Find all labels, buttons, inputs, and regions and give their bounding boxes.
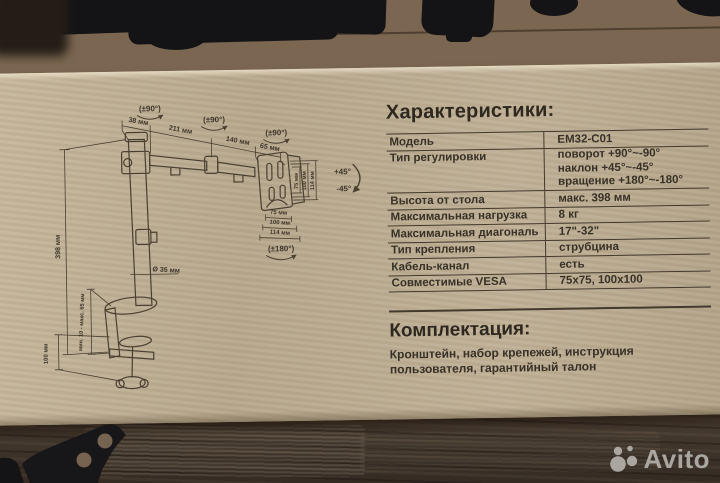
product-box: 38 мм 211 мм 140 мм 65 мм 398 мм Ø 35 мм… (0, 62, 720, 426)
row-label: Тип регулировки (389, 151, 487, 165)
dim-label-38mm: 38 мм (128, 117, 149, 127)
specs-table: Модель EM32-C01 Тип регулировки поворот … (386, 128, 711, 293)
vesa-vertical-100: 100 мм (302, 171, 308, 190)
dimension-lines (54, 120, 319, 382)
row-value: 75x75, 100x100 (545, 270, 711, 290)
floor-scuffs (360, 432, 660, 472)
value-line: вращение +180°~-180° (557, 173, 684, 188)
avito-watermark: Avito (608, 443, 710, 475)
row-label: Максимальная нагрузка (390, 209, 528, 224)
row-value: есть (545, 254, 711, 273)
row-value: EM32-C01 (543, 129, 709, 148)
monitor-arm-part (327, 0, 387, 35)
vesa-horizontal-114: 114 мм (270, 230, 291, 237)
angle-rotation: (±180°) (265, 244, 297, 261)
bracket-plate (22, 424, 126, 483)
row-label: Тип крепления (391, 243, 476, 257)
section-divider (389, 305, 712, 313)
shadow-corner (0, 0, 68, 56)
metal-bracket (0, 424, 126, 483)
row-value: поворот +90°~-90° наклон +45°~-45° враще… (543, 146, 710, 191)
mount-knob-stem (446, 30, 472, 42)
row-value: струбцина (544, 238, 711, 257)
specs-panel: Характеристики: Модель EM32-C01 Тип регу… (386, 97, 712, 378)
dim-label-clamp-range: мин. 10 - макс. 65 мм (78, 294, 86, 352)
row-value: 17"-32" (544, 221, 710, 240)
row-label: Кабель-канал (391, 259, 470, 274)
avito-logo-icon (610, 445, 638, 472)
angle-pivot-base-label: (±90°) (139, 104, 161, 113)
dim-label-pole-diameter: Ø 35 мм (152, 266, 180, 274)
package-contents: Кронштейн, набор крепежей, инструкция по… (389, 343, 634, 377)
vesa-vertical-75: 75 мм (294, 173, 300, 189)
angle-pivot-base: (±90°) (136, 104, 164, 120)
table-row: Тип регулировки поворот +90°~-90° наклон… (386, 146, 710, 194)
vesa-horizontal-75: 75 мм (270, 210, 288, 217)
package-title: Комплектация: (389, 318, 531, 342)
row-label: Модель (389, 135, 435, 149)
vesa-horizontal-100: 100 мм (269, 220, 290, 227)
vesa-vertical-114: 114 мм (310, 171, 316, 190)
row-value: макс. 398 мм (544, 188, 710, 207)
dim-label-211mm: 211 мм (168, 125, 192, 136)
avito-wordmark: Avito (643, 443, 710, 474)
angle-pivot-head: (±90°) (263, 128, 290, 144)
row-label: Максимальная диагональ (390, 225, 539, 241)
row-value: 8 кг (544, 205, 710, 224)
bracket-hole (97, 433, 113, 449)
angle-rotation-label: (±180°) (268, 244, 295, 253)
dim-label-100mm-clamp: 100 мм (44, 343, 50, 364)
specs-title: Характеристики: (385, 98, 555, 124)
dimension-diagram: 38 мм 211 мм 140 мм 65 мм 398 мм Ø 35 мм… (44, 104, 361, 390)
dim-label-398mm: 398 мм (55, 235, 62, 259)
row-label: Совместимые VESA (391, 275, 508, 290)
angle-pivot-elbow-label: (±90°) (203, 115, 225, 124)
bracket-arm (0, 457, 24, 483)
dim-label-65mm: 65 мм (259, 143, 280, 153)
floor-scuffs (85, 425, 365, 477)
angle-tilt-down-label: -45° (336, 184, 351, 193)
angle-pivot-head-label: (±90°) (265, 128, 287, 137)
dim-label-140mm: 140 мм (225, 136, 250, 147)
arm-drawing (104, 131, 305, 390)
bracket-hole (76, 452, 92, 468)
tilt-arrow (352, 163, 361, 193)
row-label: Высота от стола (390, 193, 485, 208)
angle-pivot-elbow: (±90°) (200, 115, 228, 131)
mount-part-round (530, 0, 578, 16)
angle-tilt-up-label: +45° (334, 167, 351, 176)
monitor-arm-foot (146, 24, 206, 50)
